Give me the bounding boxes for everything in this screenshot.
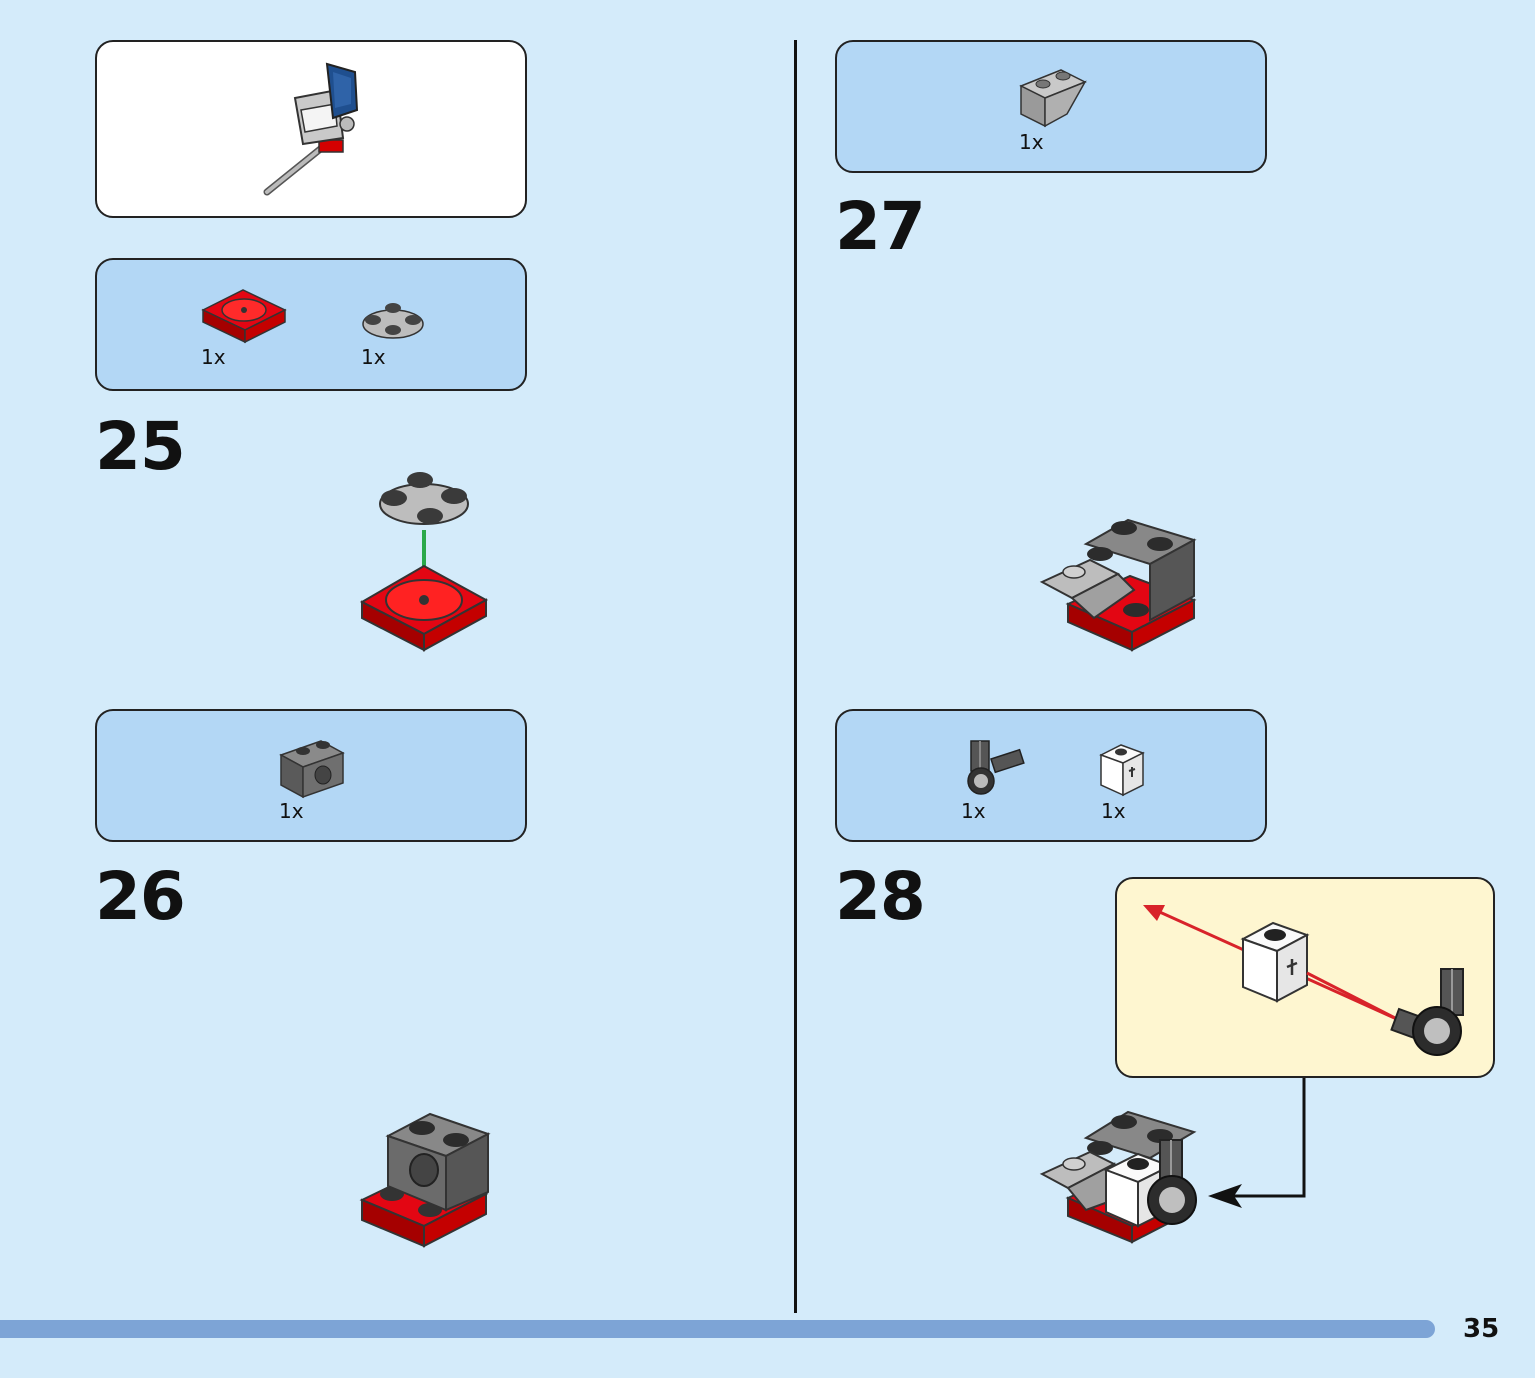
callout-assembly-icon (1143, 905, 1464, 1056)
progress-bar (0, 1320, 1435, 1338)
part-quantity: 1x (1019, 130, 1044, 154)
white-axle-brick-icon (1099, 744, 1145, 797)
part-quantity: 1x (1101, 799, 1126, 823)
part-quantity: 1x (201, 345, 226, 369)
step-number: 27 (835, 188, 926, 265)
red-turntable-base-icon (201, 289, 287, 344)
part-quantity: 1x (361, 345, 386, 369)
dark-gray-technic-brick-icon (279, 740, 345, 799)
step-28-assembly-icon (1039, 1110, 1197, 1244)
step-number: 25 (95, 408, 186, 485)
step-26-assembly-icon (359, 1112, 491, 1248)
step-25-parts-box: 1x 1x (95, 258, 527, 391)
part-quantity: 1x (961, 799, 986, 823)
step-27-assembly-icon (1039, 518, 1197, 652)
callout-pointer-arrow (1208, 1078, 1306, 1208)
column-divider (794, 40, 797, 1313)
step-25-assembly-icon (359, 472, 489, 652)
step-number: 28 (835, 858, 926, 935)
technic-axle-connector-icon (967, 740, 1025, 795)
subassembly-preview-box (95, 40, 527, 218)
step-number: 26 (95, 858, 186, 935)
seat-lever-assembly-icon (263, 62, 359, 196)
part-quantity: 1x (279, 799, 304, 823)
step-27-parts-box: 1x (835, 40, 1267, 173)
step-26-parts-box: 1x (95, 709, 527, 842)
gray-inverted-slope-icon (1019, 69, 1087, 128)
page-number: 35 (1463, 1314, 1500, 1344)
step-28-parts-box: 1x 1x (835, 709, 1267, 842)
gray-round-plate-4-studs-icon (362, 303, 424, 339)
step-28-callout-box (1115, 877, 1495, 1078)
